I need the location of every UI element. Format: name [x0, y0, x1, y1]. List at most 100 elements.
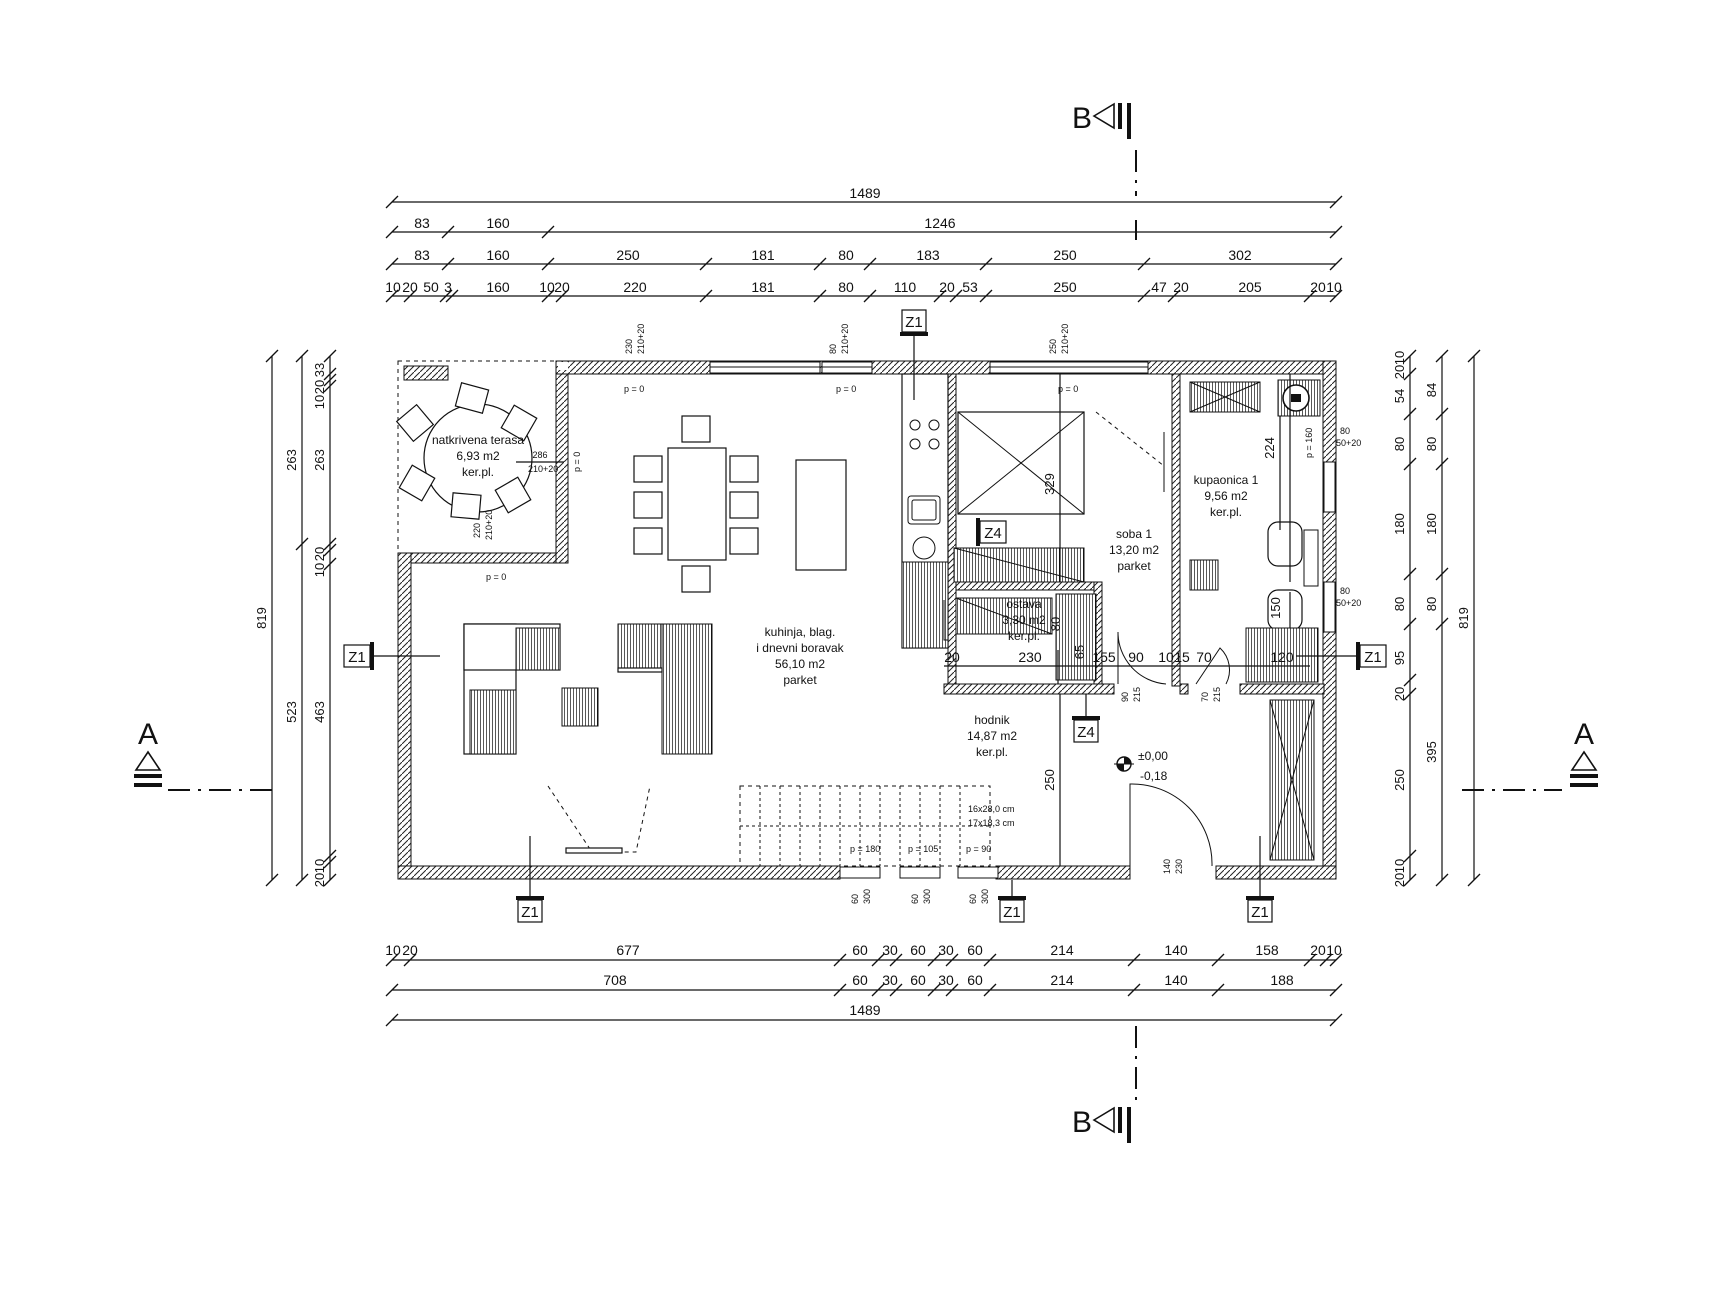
dim-bottom-label: 60: [967, 972, 983, 988]
opening-note: 90: [1120, 692, 1130, 702]
dim-top-label: 1246: [924, 215, 955, 231]
dim-right-label: 95: [1392, 651, 1407, 665]
dim-left-label: 10: [312, 395, 327, 409]
room-floor-hall: ker.pl.: [976, 745, 1008, 759]
dim-bottom-label: 708: [603, 972, 627, 988]
dim-top-label: 160: [486, 247, 510, 263]
tag-z1: Z1: [905, 314, 923, 331]
dim-bottom-label: 60: [852, 942, 868, 958]
opening-note: 210+20: [1060, 324, 1070, 354]
dim-left-label: 20: [312, 873, 327, 887]
interior-dims: 329 250 224 150 230 65 20 155 90 10 15 7…: [516, 374, 1310, 866]
level-marker: ±0,00 -0,18: [1114, 749, 1168, 783]
opening-note: p = 0: [572, 452, 582, 472]
opening-note: 300: [980, 889, 990, 904]
dim-bottom-label: 30: [938, 972, 954, 988]
dim-bottom-label: 140: [1164, 972, 1188, 988]
room-name-hall: hodnik: [974, 713, 1010, 727]
tag-z1: Z1: [521, 904, 539, 921]
dim-top-label: 20: [554, 279, 570, 295]
dim-bottom-total: 1489: [849, 1002, 880, 1018]
room-area-terrace: 6,93 m2: [456, 449, 500, 463]
room-area-bedroom: 13,20 m2: [1109, 543, 1159, 557]
dim-bottom-label: 30: [882, 972, 898, 988]
section-label: A: [138, 718, 158, 751]
tag-z4: Z4: [1077, 724, 1095, 741]
opening-note: 60: [968, 894, 978, 904]
hall-furniture: [1269, 699, 1315, 861]
dim-right-label: 80: [1392, 437, 1407, 451]
section-a-right: A: [1570, 718, 1598, 787]
dim-top-label: 10: [385, 279, 401, 295]
dim-left-label: 463: [312, 701, 327, 723]
dimensions-left: 819 263 523 33 20 10 263 20 10 463 10 20: [254, 349, 337, 887]
opening-note: 80: [828, 344, 838, 354]
dim-right-label: 80: [1392, 597, 1407, 611]
dimensions-top: 1489 83 160 1246 83 160 250 181 80 183 2…: [385, 185, 1343, 303]
room-area-hall: 14,87 m2: [967, 729, 1017, 743]
dim-top-label: 181: [751, 247, 775, 263]
dim-interior: 230: [1018, 649, 1042, 665]
section-label: B: [1072, 1106, 1092, 1139]
dim-interior: 10: [1158, 649, 1174, 665]
dim-bottom-label: 140: [1164, 942, 1188, 958]
dim-top-label: 250: [616, 247, 640, 263]
dim-top-label: 83: [414, 247, 430, 263]
tag-z1: Z1: [348, 649, 366, 666]
dim-interior: 80: [1048, 617, 1063, 631]
walls: [397, 360, 1337, 880]
level-zero: ±0,00: [1138, 749, 1168, 763]
dim-top-label: 83: [414, 215, 430, 231]
tag-z1: Z1: [1364, 649, 1382, 666]
opening-note: 60: [910, 894, 920, 904]
dim-top-label: 250: [1053, 279, 1077, 295]
dim-interior: 224: [1262, 437, 1277, 459]
opening-note: 80: [1340, 426, 1350, 436]
dim-top-label: 160: [486, 215, 510, 231]
level-minus: -0,18: [1140, 769, 1168, 783]
dim-bottom-label: 214: [1050, 972, 1074, 988]
dim-left-label: 10: [312, 859, 327, 873]
opening-note: 250: [1048, 339, 1058, 354]
room-floor-terrace: ker.pl.: [462, 465, 494, 479]
opening-note: p = 105: [908, 844, 938, 854]
section-a-left: A: [134, 718, 162, 787]
dim-top-label: 53: [962, 279, 978, 295]
dining-table: [633, 415, 847, 593]
dim-bottom-label: 60: [967, 942, 983, 958]
dim-right-label: 84: [1424, 383, 1439, 397]
dim-interior: 250: [1042, 769, 1057, 791]
kitchen-counter: [901, 373, 949, 649]
dim-right-label: 819: [1456, 607, 1471, 629]
dim-interior: 65: [1072, 645, 1087, 659]
section-b-bottom: B: [1072, 1106, 1131, 1143]
opening-note: 210+20: [636, 324, 646, 354]
room-floor-storage: ker.pl.: [1008, 629, 1040, 643]
tag-z1: Z1: [1251, 904, 1269, 921]
dim-interior: 70: [1196, 649, 1212, 665]
dim-top-label: 3: [444, 279, 452, 295]
storage-furniture: [955, 597, 1053, 635]
section-b-top: B: [1072, 102, 1131, 139]
opening-note: 230: [624, 339, 634, 354]
dim-interior: 286: [532, 450, 547, 460]
dim-left-label: 263: [312, 449, 327, 471]
dim-top-label: 302: [1228, 247, 1252, 263]
dim-top-label: 50: [423, 279, 439, 295]
wall-tags: Z1 Z1 Z1 Z1 Z1 Z1 Z4 Z4: [343, 309, 1387, 923]
dim-left-label: 263: [284, 449, 299, 471]
dim-bottom-label: 20: [402, 942, 418, 958]
dim-right-label: 250: [1392, 769, 1407, 791]
room-name-bathroom: kupaonica 1: [1194, 473, 1259, 487]
opening-note: 60: [850, 894, 860, 904]
dim-right-label: 80: [1424, 437, 1439, 451]
bathroom-fixtures: [1189, 379, 1321, 683]
opening-notes: 230 210+20 p = 0 80 210+20 p = 0 250 210…: [472, 324, 1361, 904]
dim-bottom-label: 214: [1050, 942, 1074, 958]
opening-note: 50+20: [1336, 438, 1361, 448]
room-name-living: kuhinja, blag.: [765, 625, 836, 639]
dimensions-bottom: 10 20 677 60 30 60 30 60 214 140 158 20 …: [385, 942, 1343, 1027]
room-name-storage: ostava: [1006, 597, 1042, 611]
section-label: A: [1574, 718, 1594, 751]
